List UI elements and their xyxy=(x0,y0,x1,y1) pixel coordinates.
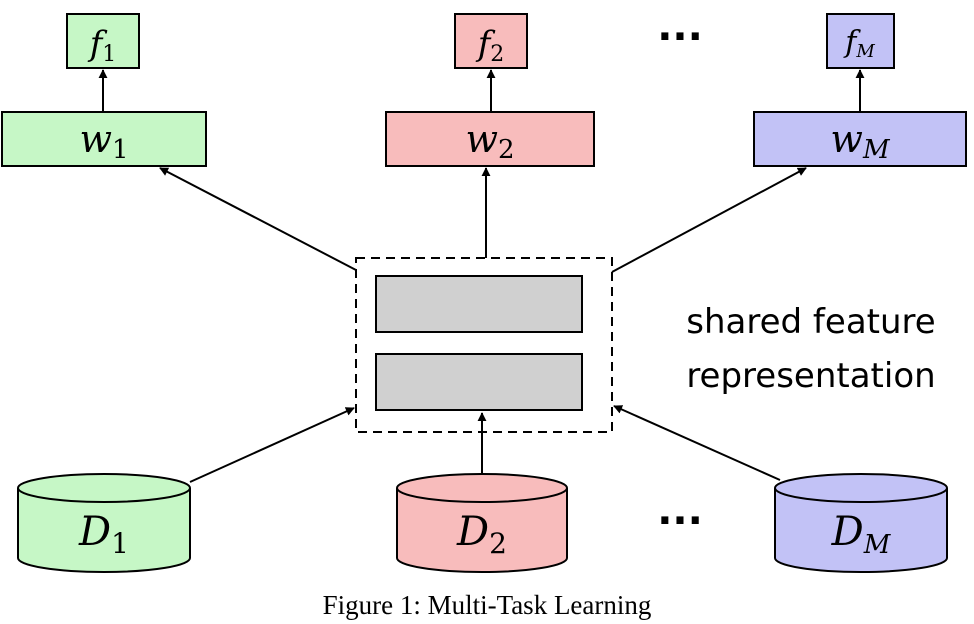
shared-layer-top xyxy=(375,275,583,333)
output-box-f1: f1 xyxy=(66,13,140,69)
svg-text:w1: w1 xyxy=(79,117,128,165)
top-ellipsis: ··· xyxy=(657,14,703,60)
output-box-fM: fM xyxy=(826,13,895,69)
shared-label-line1: shared feature xyxy=(686,302,935,342)
shared-label-line2: representation xyxy=(686,356,935,396)
dataset-D1-subscript: 1 xyxy=(111,527,129,560)
weight-wM-symbol: w xyxy=(830,117,863,161)
dataset-cylinder-DM: DM xyxy=(774,473,948,573)
dataset-D1-symbol: D xyxy=(78,509,111,555)
output-f2-subscript: 2 xyxy=(490,42,504,67)
output-f1-subscript: 1 xyxy=(102,42,116,67)
figure-caption: Figure 1: Multi-Task Learning xyxy=(323,590,652,620)
dataset-DM-symbol: D xyxy=(831,509,864,555)
shared-representation-box xyxy=(355,257,613,433)
dataset-D2-symbol: D xyxy=(456,509,489,555)
weight-w1-subscript: 1 xyxy=(112,135,129,165)
weight-w2-symbol: w xyxy=(465,117,498,161)
weight-w1-symbol: w xyxy=(79,117,112,161)
shared-layer-bottom xyxy=(375,353,583,411)
weight-w2-subscript: 2 xyxy=(498,135,515,165)
weight-wM-subscript: M xyxy=(862,135,891,165)
arrow-shared-to-w1 xyxy=(159,167,357,271)
svg-text:wM: wM xyxy=(830,117,891,165)
output-fM-subscript: M xyxy=(855,41,875,62)
weight-box-w1: w1 xyxy=(1,111,207,167)
arrow-shared-to-wM xyxy=(611,167,807,273)
svg-text:w2: w2 xyxy=(465,117,514,165)
dataset-cylinder-D1: D1 xyxy=(17,473,191,573)
dataset-DM-subscript: M xyxy=(863,530,892,560)
bottom-ellipsis: ··· xyxy=(657,498,703,544)
svg-text:DM: DM xyxy=(831,509,892,560)
dataset-cylinder-D2: D2 xyxy=(396,473,568,573)
weight-box-wM: wM xyxy=(753,111,967,167)
svg-text:D2: D2 xyxy=(456,509,507,560)
output-box-f2: f2 xyxy=(454,13,528,69)
arrow-DM-to-shared xyxy=(613,405,781,481)
weight-box-w2: w2 xyxy=(385,111,595,167)
arrow-D1-to-shared xyxy=(189,407,355,483)
dataset-D2-subscript: 2 xyxy=(489,527,507,560)
svg-text:D1: D1 xyxy=(78,509,129,560)
